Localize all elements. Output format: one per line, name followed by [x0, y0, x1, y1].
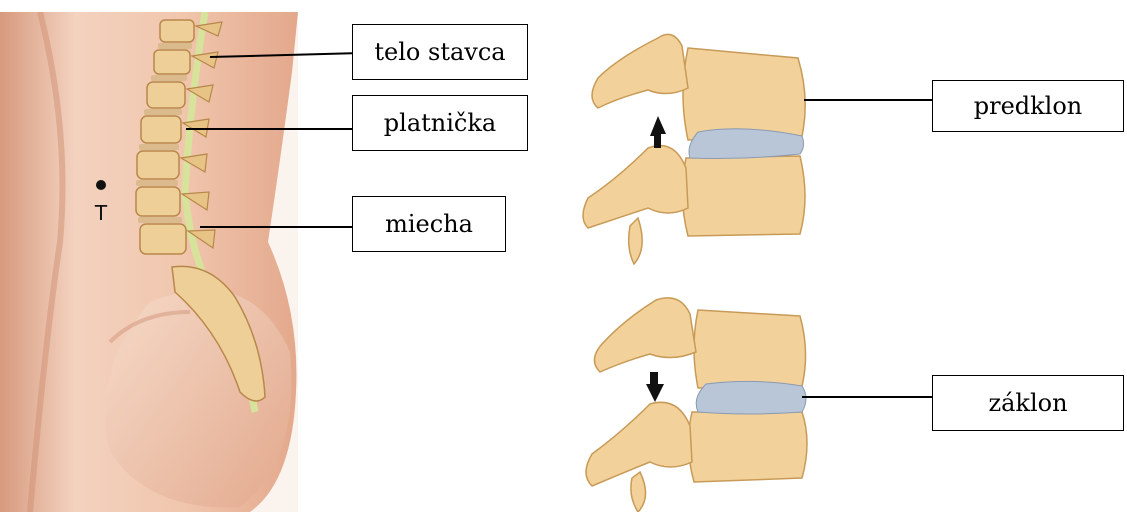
- extension-svg: [580, 292, 812, 512]
- disc: [158, 43, 192, 49]
- label-vertebral-body: telo stavca: [352, 24, 528, 80]
- flexion-illustration: [578, 28, 810, 268]
- lower-vertebral-body: [682, 156, 805, 236]
- vertebra: [141, 116, 181, 143]
- label-extension: záklon: [932, 375, 1124, 431]
- upper-vertebral-body: [694, 310, 806, 388]
- vertebra: [140, 224, 186, 254]
- disc: [136, 180, 178, 186]
- leader-line-extension: [802, 396, 932, 398]
- leader-line-disc: [186, 128, 352, 130]
- vertebra: [147, 82, 185, 108]
- lower-vertebral-body: [688, 412, 807, 482]
- flexion-svg: [578, 28, 810, 268]
- disc: [138, 217, 182, 223]
- upper-posterior-arch: [594, 298, 696, 372]
- arrow-down-icon: [646, 372, 664, 402]
- torso-svg: T: [0, 12, 298, 512]
- upper-vertebral-body: [683, 48, 805, 140]
- upper-posterior-arch: [592, 34, 688, 108]
- label-flexion: predklon: [932, 80, 1124, 132]
- vertebra: [160, 20, 194, 42]
- extension-illustration: [580, 292, 812, 512]
- disc: [151, 75, 187, 81]
- label-disc: platnička: [352, 95, 528, 151]
- marker-letter: T: [94, 201, 108, 225]
- lower-process: [631, 472, 646, 512]
- lower-posterior-arch: [583, 146, 688, 229]
- vertebra: [136, 187, 180, 216]
- leader-line-spinal-cord: [200, 226, 352, 228]
- arrow-up-icon: [650, 116, 666, 148]
- label-spinal-cord: miecha: [352, 196, 506, 252]
- intervertebral-disc: [696, 381, 806, 414]
- leader-line-flexion: [804, 99, 932, 101]
- vertebra: [137, 151, 179, 179]
- disc: [139, 144, 179, 150]
- intervertebral-disc: [689, 129, 804, 159]
- disc: [144, 109, 182, 115]
- marker-dot: [96, 180, 106, 190]
- lower-process: [629, 218, 643, 264]
- vertebra: [154, 50, 190, 74]
- torso-illustration: T: [0, 12, 298, 512]
